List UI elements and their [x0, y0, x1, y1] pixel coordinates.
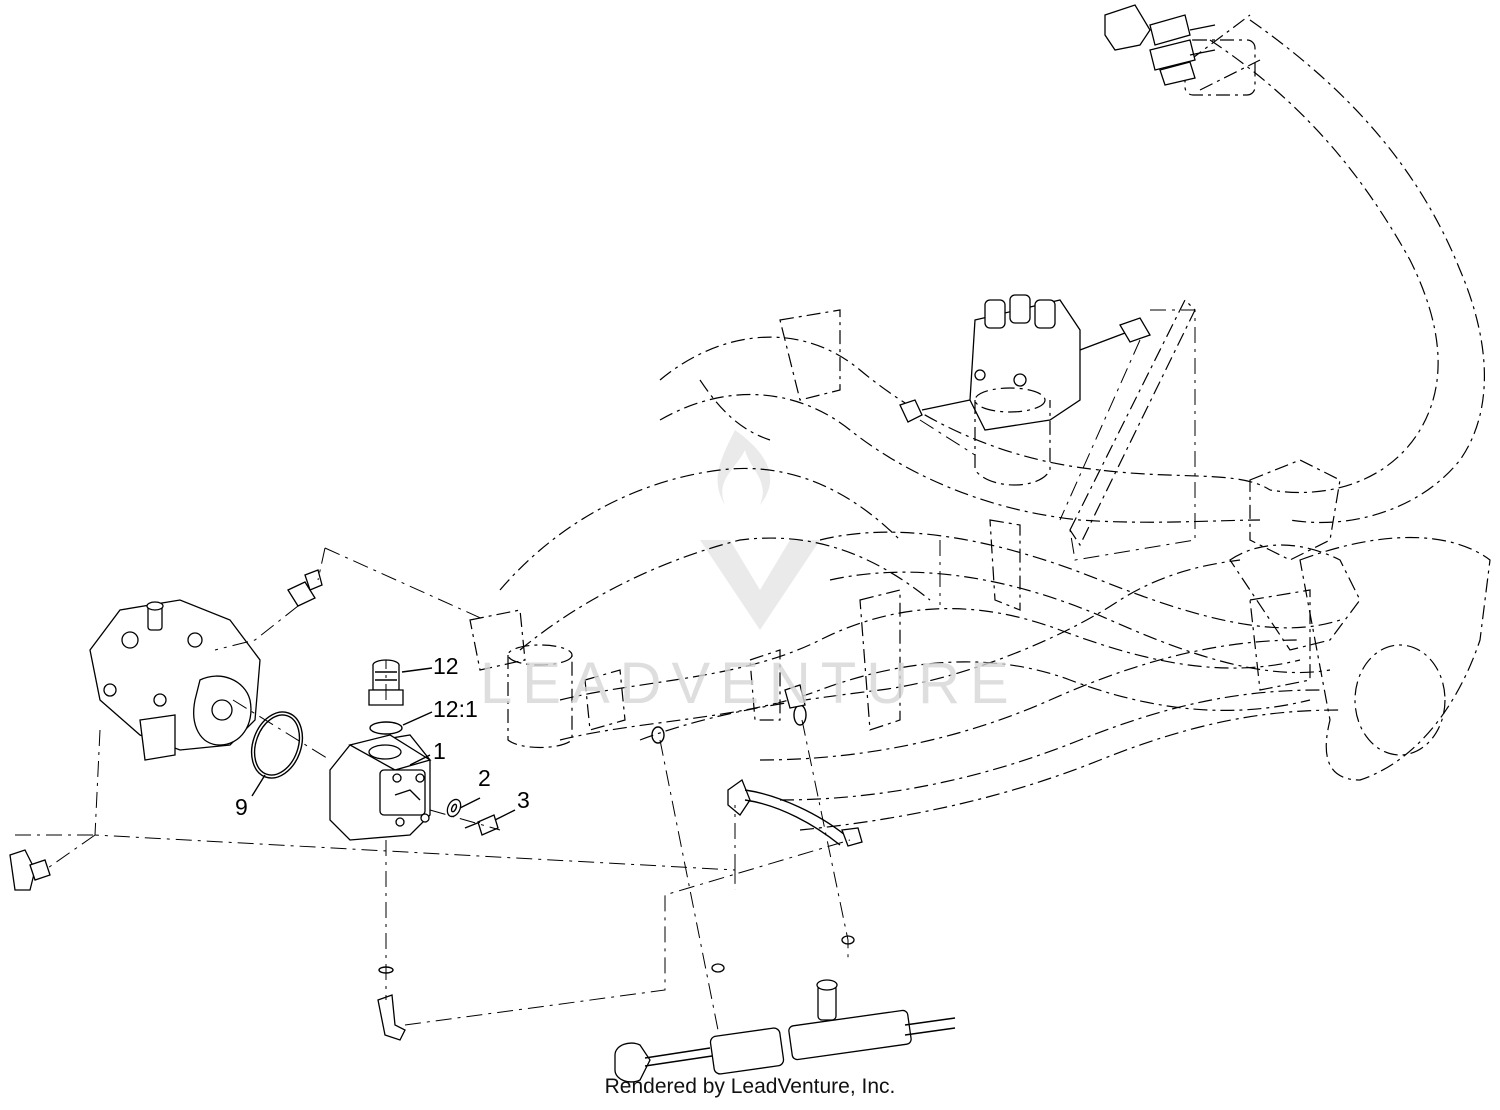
valve-fitting-left [899, 399, 971, 423]
o-ring-9 [250, 711, 304, 779]
gear-pump-1 [329, 734, 432, 841]
frame-tube-ghost [1184, 14, 1485, 524]
washer-2 [446, 798, 462, 818]
elbow-fitting-lower [377, 966, 406, 1041]
steering-cylinder [614, 979, 956, 1083]
cylinder-fittings [651, 684, 855, 973]
callout-12: 12 [433, 653, 459, 679]
frame-post-ghost [469, 609, 626, 749]
elbow-fitting-lower-left [9, 849, 51, 891]
hose-lines-ghost [639, 559, 1341, 831]
o-ring-12-1 [369, 721, 403, 735]
assembly-lines [15, 309, 1196, 1031]
pump-top-fitting [287, 569, 323, 607]
hose-elbow-assembly [727, 778, 863, 847]
callout-1: 1 [433, 738, 446, 764]
bolt-3 [464, 814, 499, 836]
steering-valve-block [969, 294, 1081, 486]
callout-2: 2 [478, 765, 491, 791]
leadventure-watermark-logo [700, 430, 820, 630]
valve-fitting-right [1079, 317, 1151, 351]
callout-12-1: 12:1 [433, 696, 478, 722]
callout-9: 9 [235, 794, 248, 820]
callout-3: 3 [517, 787, 530, 813]
watermark-text: LEADVENTURE [480, 651, 1019, 716]
steering-column-fitting [1104, 4, 1216, 86]
hydrostatic-pump [89, 599, 261, 761]
callout-leader-lines [251, 667, 516, 821]
frame-cross-tubes-ghost [499, 309, 1341, 741]
footer-credit: Rendered by LeadVenture, Inc. [604, 1075, 896, 1098]
frame-right-housing-ghost [1229, 459, 1491, 781]
